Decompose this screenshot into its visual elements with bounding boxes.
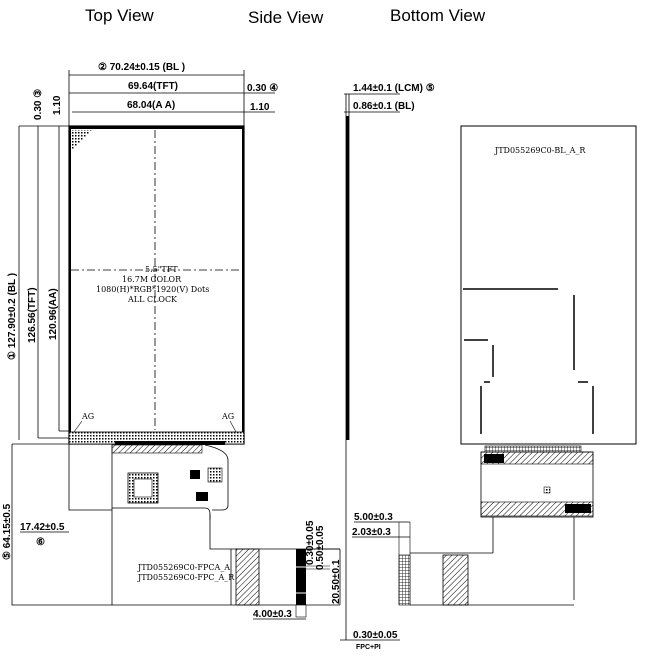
fpc-pi-label: FPC+PI <box>356 644 381 651</box>
bottom-stiffener <box>442 554 469 606</box>
stiffener-dimension-a: 5.00±0.3 <box>354 512 393 523</box>
fpc-stiffener <box>235 548 260 606</box>
width-tft-dimension: 69.64(TFT) <box>128 81 178 92</box>
fpc-offset-marker: ⑥ <box>36 537 45 548</box>
fpc-total-height: ⑤ 64.15±0.5 <box>2 503 13 560</box>
thickness-lcm: 1.44±0.1 (LCM) ⑤ <box>353 83 435 94</box>
panel-text-color: 16.7M COLOR <box>122 275 182 284</box>
bottom-view-drawing: JTD055269C0-BL_A_R <box>410 125 637 606</box>
backlight-part-label: JTD055269C0-BL_A_R <box>494 146 586 155</box>
height-tft-dimension: 126.56(TFT) <box>27 287 38 343</box>
fpc-thickness: 0.30±0.05 <box>353 630 398 641</box>
backlight-outline <box>460 125 637 445</box>
side-view-drawing: 1.44±0.1 (LCM) ⑤ 0.86±0.1 (BL) 0.30±0.05… <box>340 83 435 651</box>
left-offset-a: 0.30 ③ <box>33 89 44 120</box>
right-offset-aa: 1.10 <box>250 102 270 113</box>
fpc-offset-dimension: 17.42±0.5 <box>20 522 65 533</box>
right-offset-tft: 0.30 ④ <box>247 83 278 94</box>
pin-pitch-a: 0.30±0.05 <box>305 520 316 565</box>
top-view-title: Top View <box>85 6 154 25</box>
ag-label-left: AG <box>81 412 94 421</box>
fpc-gold-fingers <box>296 549 306 605</box>
top-view-drawing: ② 70.24±0.15 (BL ) 69.64(TFT) 68.04(A A)… <box>2 62 342 620</box>
pin-pitch-b: 0.50±0.05 <box>315 525 326 570</box>
ag-label-right: AG <box>221 412 234 421</box>
width-aa-dimension: 68.04(A A) <box>127 100 175 111</box>
panel-text-size: 5.5"TFT <box>145 265 178 274</box>
width-bl-dimension: ② 70.24±0.15 (BL ) <box>98 62 185 73</box>
left-offset-b: 1.10 <box>52 95 63 115</box>
panel-text-resolution: 1080(H)*RGB*1920(V) Dots <box>96 285 209 294</box>
tail-width-dimension: 4.00±0.3 <box>253 609 292 620</box>
fpc-label-1: JTD055269C0-FPCA_A <box>137 563 230 572</box>
height-bl-dimension: ① 127.90±0.2 (BL ) <box>7 273 18 360</box>
thickness-bl: 0.86±0.1 (BL) <box>353 101 415 112</box>
bottom-view-title: Bottom View <box>390 6 486 25</box>
connector-length: 20.50±0.1 <box>331 559 342 604</box>
side-view-title: Side View <box>248 8 324 27</box>
panel-text-clock: ALL CLOCK <box>127 295 178 304</box>
fpc-label-2: JTD055269C0-FPC_A_R <box>137 573 235 582</box>
stiffener-dimension-b: 2.03±0.3 <box>352 527 391 538</box>
height-aa-dimension: 120.96(AA) <box>48 288 59 340</box>
side-stiffener <box>398 554 411 606</box>
